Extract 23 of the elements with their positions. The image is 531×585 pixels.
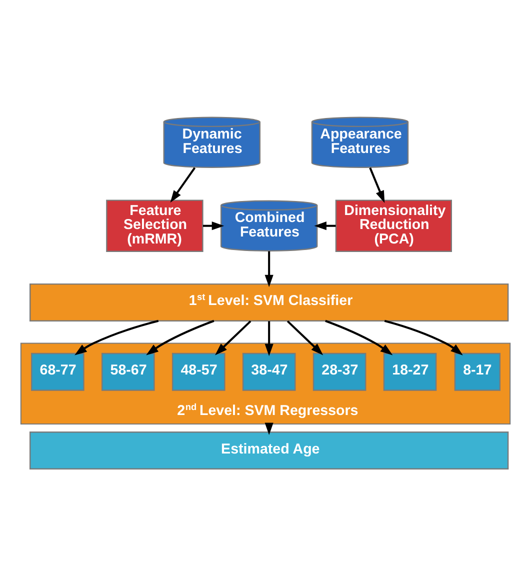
arrow xyxy=(264,250,274,287)
node-box: 8-17 xyxy=(454,352,500,390)
node-box: 18-27 xyxy=(383,352,437,390)
arrow xyxy=(170,166,196,202)
node-box: 1$^{st}$ Level: SVM Classifier xyxy=(29,282,509,321)
arrow xyxy=(384,319,463,355)
node-box: Feature Selection (mRMR) xyxy=(106,199,204,252)
arrow xyxy=(202,221,224,230)
arrow xyxy=(369,166,385,202)
arrow xyxy=(286,320,324,355)
node-box: Dimensionality Reduction (PCA) xyxy=(335,199,452,252)
node-box: 68-77 xyxy=(31,352,84,390)
arrow xyxy=(146,319,214,355)
arrow xyxy=(325,319,393,355)
arrow xyxy=(74,319,159,355)
arrow xyxy=(264,320,274,356)
node-box: 48-57 xyxy=(172,352,226,390)
node-box: 58-67 xyxy=(101,352,155,390)
node-box: 28-37 xyxy=(312,352,366,390)
node-box: Estimated Age xyxy=(29,431,509,470)
arrow xyxy=(314,221,336,230)
arrow xyxy=(215,320,252,355)
node-box: 38-47 xyxy=(242,352,296,390)
